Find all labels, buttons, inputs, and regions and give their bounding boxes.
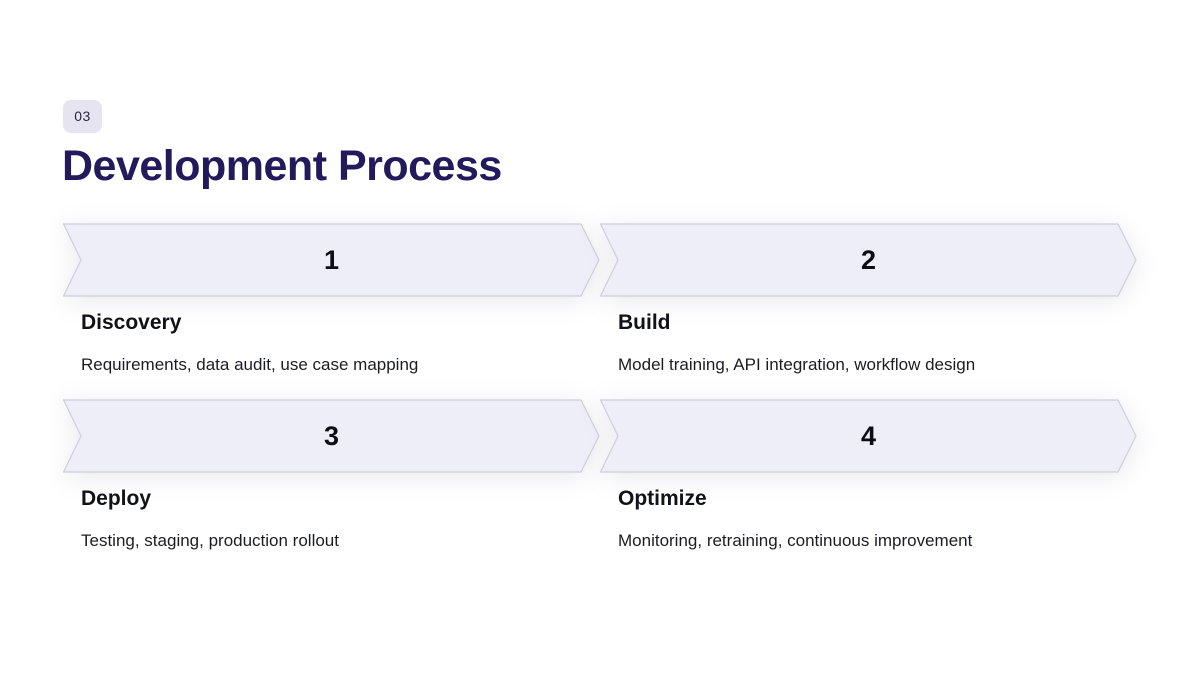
chevron-arrow-shape: 1 <box>63 223 600 297</box>
step-description: Requirements, data audit, use case mappi… <box>81 355 419 374</box>
step-title: Optimize <box>618 487 707 510</box>
step-number: 4 <box>860 421 877 451</box>
process-step-deploy: 3 Deploy Testing, staging, production ro… <box>63 399 600 550</box>
section-number-badge: 03 <box>63 100 102 133</box>
step-title: Build <box>618 311 671 334</box>
step-description: Monitoring, retraining, continuous impro… <box>618 531 973 550</box>
step-description: Model training, API integration, workflo… <box>618 355 976 374</box>
chevron-arrow-icon <box>63 399 600 473</box>
process-step-discovery: 1 Discovery Requirements, data audit, us… <box>63 223 600 374</box>
chevron-arrow-shape: 3 <box>63 399 600 473</box>
chevron-arrow-icon <box>63 223 600 297</box>
step-number: 3 <box>323 421 340 451</box>
page-title: Development Process <box>62 142 502 190</box>
step-description: Testing, staging, production rollout <box>81 531 339 550</box>
step-title: Discovery <box>81 311 182 334</box>
chevron-arrow-shape: 2 <box>600 223 1137 297</box>
step-number: 2 <box>860 245 877 275</box>
process-step-build: 2 Build Model training, API integration,… <box>600 223 1137 374</box>
step-number: 1 <box>323 245 340 275</box>
chevron-arrow-icon <box>600 223 1137 297</box>
chevron-arrow-icon <box>600 399 1137 473</box>
step-title: Deploy <box>81 487 152 510</box>
chevron-arrow-shape: 4 <box>600 399 1137 473</box>
process-step-optimize: 4 Optimize Monitoring, retraining, conti… <box>600 399 1137 550</box>
